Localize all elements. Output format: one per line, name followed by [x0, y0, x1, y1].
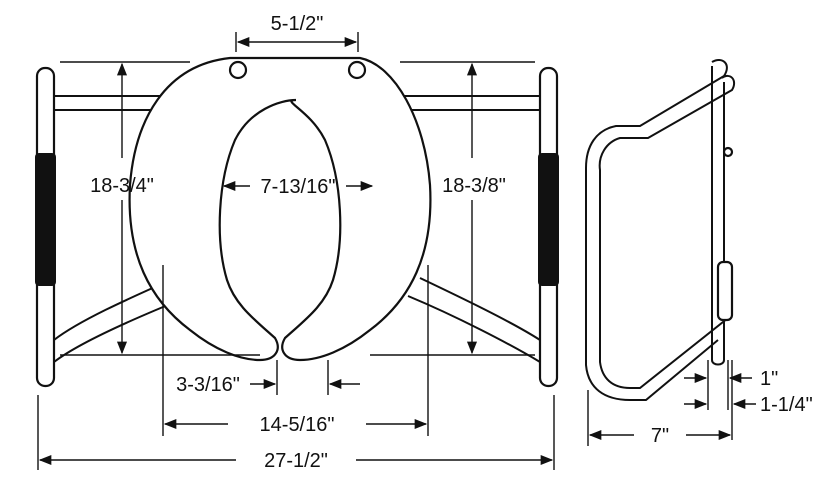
- dim-right-height: 18-3/8": [442, 175, 506, 197]
- left-grip-pad: [35, 153, 56, 286]
- side-frame: [585, 58, 736, 401]
- side-pin: [722, 146, 734, 158]
- dim-front-gap: 3-3/16": [176, 374, 240, 396]
- dim-seat-hinge-width: 5-1/2": [271, 13, 324, 35]
- right-top-bar: [398, 95, 540, 111]
- dim-side-offset-2: 1-1/4": [760, 394, 813, 416]
- right-hinge-hole: [347, 60, 367, 80]
- front-view: 5-1/2" 18-3/4" 7-13/16" 18-3/8" 3-3/16" …: [35, 13, 559, 472]
- side-view: 1" 1-1/4" 7": [585, 58, 813, 447]
- toilet-seat: [128, 56, 432, 362]
- left-hinge-hole: [228, 60, 248, 80]
- dim-left-height: 18-3/4": [90, 175, 154, 197]
- dim-overall-width: 27-1/2": [264, 450, 328, 472]
- side-bracket: [716, 260, 734, 322]
- dim-leg-spacing: 14-5/16": [260, 414, 335, 436]
- dim-side-offset-1: 1": [760, 368, 778, 390]
- right-grip-pad: [538, 153, 559, 286]
- dim-side-depth: 7": [651, 425, 669, 447]
- dim-opening-width: 7-13/16": [261, 176, 336, 198]
